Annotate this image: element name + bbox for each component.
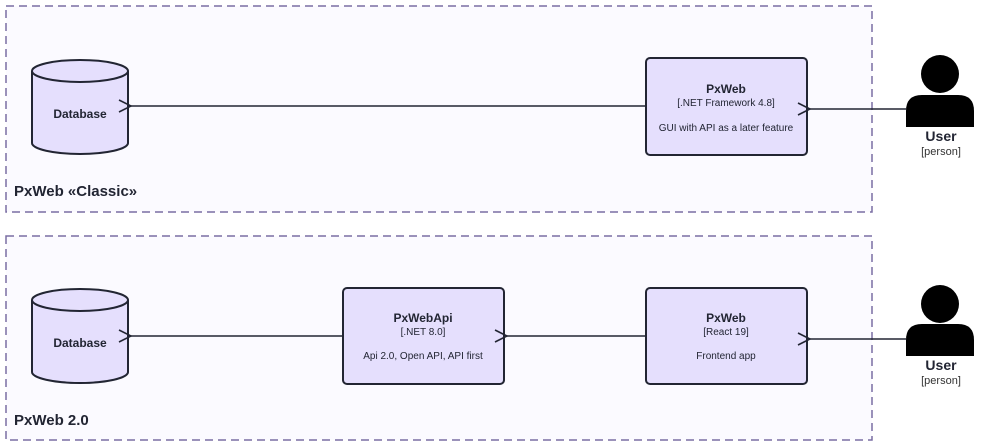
- v2-user-name: User: [925, 357, 957, 373]
- v2-pxweb-container: PxWeb [React 19] Frontend app: [645, 287, 808, 385]
- v2-api-title: PxWebApi: [393, 311, 452, 325]
- classic-database-label: Database: [53, 107, 107, 121]
- classic-pxweb-title: PxWeb: [706, 82, 746, 96]
- v2-user-person-icon: [921, 285, 959, 323]
- v2-pxweb-tech: [React 19]: [703, 327, 749, 338]
- v2-api-container: PxWebApi [.NET 8.0] Api 2.0, Open API, A…: [342, 287, 505, 385]
- classic-pxweb-tech: [.NET Framework 4.8]: [677, 98, 775, 109]
- classic-user-name: User: [925, 128, 957, 144]
- v2-pxweb-title: PxWeb: [706, 311, 746, 325]
- classic-user-person-icon: [921, 55, 959, 93]
- classic-user-kind: [person]: [921, 146, 961, 158]
- v2-pxweb-desc: Frontend app: [696, 351, 756, 362]
- classic-user: User [person]: [906, 55, 974, 158]
- v2-database: Database: [31, 288, 129, 384]
- classic-pxweb-desc: GUI with API as a later feature: [659, 123, 794, 134]
- v2-user: User [person]: [906, 285, 974, 387]
- v2-api-desc: Api 2.0, Open API, API first: [363, 351, 483, 362]
- boundary-v2-label: PxWeb 2.0: [14, 412, 89, 429]
- v2-database-label: Database: [53, 336, 107, 350]
- classic-pxweb-container: PxWeb [.NET Framework 4.8] GUI with API …: [645, 57, 808, 156]
- classic-database: Database: [31, 59, 129, 155]
- v2-user-kind: [person]: [921, 375, 961, 387]
- boundary-classic-label: PxWeb «Classic»: [14, 183, 138, 200]
- v2-api-tech: [.NET 8.0]: [401, 327, 446, 338]
